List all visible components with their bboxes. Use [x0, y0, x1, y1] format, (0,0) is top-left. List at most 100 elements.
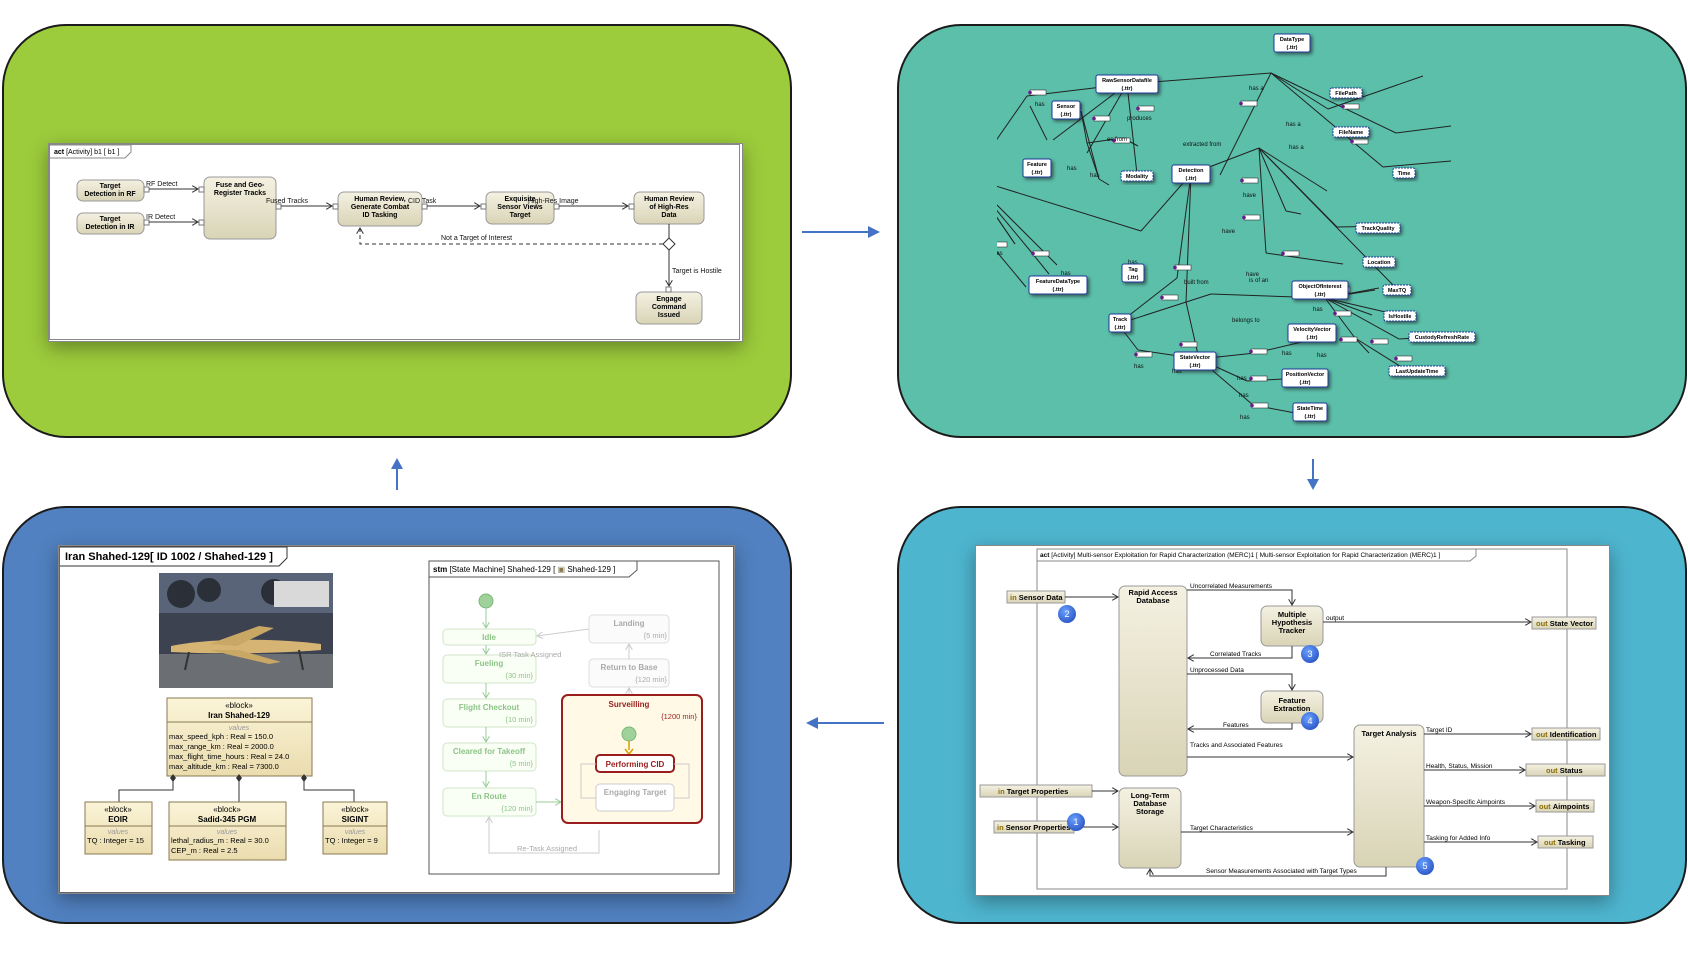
- ontology-relation-markers: [989, 89, 1413, 409]
- svg-text:has: has: [1035, 102, 1045, 108]
- svg-text:TQ : Integer = 15: TQ : Integer = 15: [87, 836, 144, 845]
- svg-text:out Aimpoints: out Aimpoints: [1539, 802, 1589, 811]
- edge-label-hires: High-Res Image: [528, 198, 579, 205]
- svg-text:Tasking for Added Info: Tasking for Added Info: [1426, 835, 1491, 842]
- svg-text:{120 min}: {120 min}: [501, 804, 533, 813]
- edge-label-not-target: Not a Target of Interest: [441, 235, 512, 242]
- svg-text:«block»: «block»: [104, 805, 132, 814]
- svg-text:«block»: «block»: [213, 805, 241, 814]
- engaging-label: Engaging Target: [604, 788, 667, 797]
- composition-edges: [118, 774, 355, 802]
- svg-text:max_altitude_km : Real = 7300.: max_altitude_km : Real = 7300.0: [169, 762, 279, 771]
- svg-text:(.ttr): (.ttr): [1128, 275, 1139, 281]
- svg-text:values: values: [108, 829, 129, 836]
- svg-text:IsHostile: IsHostile: [1389, 314, 1412, 320]
- svg-text:FilePath: FilePath: [1335, 91, 1357, 97]
- svg-text:Surveilling: Surveilling: [609, 700, 650, 709]
- svg-text:En Route: En Route: [471, 792, 507, 801]
- svg-text:4: 4: [1307, 716, 1312, 726]
- state-machine-states: [442, 593, 561, 817]
- svg-text:{30 min}: {30 min}: [505, 671, 533, 680]
- svg-text:Idle: Idle: [482, 633, 496, 642]
- svg-text:has: has: [1061, 271, 1071, 277]
- ontology-node-statevec: StateVector(.ttr): [1173, 351, 1217, 371]
- ontology-edges: [969, 72, 1452, 416]
- svg-text:max_flight_time_hours : Real =: max_flight_time_hours : Real = 24.0: [169, 752, 289, 761]
- edge-label-fused: Fused Tracks: [266, 198, 309, 205]
- ontology-nodes: RawSensorDatafile(.ttr)DataType(.ttr)Fil…: [1022, 33, 1476, 422]
- svg-text:out Tasking: out Tasking: [1544, 838, 1586, 847]
- block-iran-shahed: «block» Iran Shahed-129 values max_speed…: [166, 697, 313, 777]
- shahed-model: Iran Shahed-129[ ID 1002 / Shahed-129 ] …: [59, 546, 734, 893]
- ontology-node-feature: Feature(.ttr): [1022, 158, 1052, 178]
- svg-text:Time: Time: [1398, 171, 1411, 177]
- svg-text:has a: has a: [1289, 145, 1304, 151]
- arrow-left-icon: [806, 717, 884, 729]
- svg-text:DataType: DataType: [1280, 37, 1304, 43]
- merc-frame-label: act [Activity] Multi-sensor Exploitation…: [1040, 552, 1440, 559]
- svg-text:Return to Base: Return to Base: [601, 663, 658, 672]
- svg-text:(.ttr): (.ttr): [1122, 86, 1133, 92]
- svg-text:LastUpdateTime: LastUpdateTime: [1396, 369, 1439, 375]
- action-target-analysis: Target Analysis: [1353, 724, 1425, 868]
- ontology-node-custody: CustodyRefreshRate: [1408, 331, 1476, 343]
- svg-text:Landing: Landing: [613, 619, 644, 628]
- svg-text:stm [State Machine] Shahed-129: stm [State Machine] Shahed-129 [ ▣ Shahe…: [433, 565, 615, 574]
- merc-activity: act [Activity] Multi-sensor Exploitation…: [976, 546, 1609, 895]
- svg-text:built from: built from: [1184, 280, 1209, 286]
- svg-text:has: has: [1128, 260, 1138, 266]
- svg-text:FileName: FileName: [1339, 130, 1363, 136]
- svg-text:have: have: [1222, 229, 1236, 235]
- svg-text:(.ttr): (.ttr): [1115, 325, 1126, 331]
- svg-text:(.ttr): (.ttr): [1053, 287, 1064, 293]
- svg-text:es from: es from: [1107, 137, 1127, 143]
- svg-text:«block»: «block»: [341, 805, 369, 814]
- svg-text:has: has: [1282, 351, 1292, 357]
- svg-text:Location: Location: [1368, 260, 1392, 266]
- arrow-down-icon: [1307, 459, 1319, 490]
- state-labels: Idle Fueling Flight Checkout Cleared for…: [453, 619, 665, 801]
- svg-text:in Target Properties: in Target Properties: [998, 787, 1068, 796]
- ontology-node-velocity: VelocityVector(.ttr): [1287, 323, 1337, 343]
- svg-text:Fuse and Geo-Register Tracks: Fuse and Geo-Register Tracks: [214, 182, 266, 197]
- svg-text:(.ttr): (.ttr): [1061, 112, 1072, 118]
- badge-3: 3: [1301, 645, 1319, 663]
- svg-text:TrackQuality: TrackQuality: [1361, 226, 1395, 232]
- svg-text:Engaging Target: Engaging Target: [604, 788, 667, 797]
- svg-text:CustodyRefreshRate: CustodyRefreshRate: [1415, 335, 1469, 341]
- svg-text:extracted from: extracted from: [1183, 142, 1221, 148]
- svg-text:max_speed_kph : Real = 150.0: max_speed_kph : Real = 150.0: [169, 732, 273, 741]
- svg-text:(.ttr): (.ttr): [1190, 363, 1201, 369]
- frame-label-rest: [Activity] b1 [ b1 ]: [64, 149, 119, 156]
- svg-text:PositionVector: PositionVector: [1286, 372, 1325, 378]
- ontology-node-track: Track(.ttr): [1108, 313, 1132, 333]
- ontology-node-ishostile: IsHostile: [1383, 310, 1417, 322]
- svg-text:5: 5: [1422, 861, 1427, 871]
- svg-text:(.ttr): (.ttr): [1186, 176, 1197, 182]
- svg-text:has: has: [1237, 376, 1247, 382]
- svg-text:Weapon-Specific Aimpoints: Weapon-Specific Aimpoints: [1426, 799, 1506, 806]
- svg-text:VelocityVector: VelocityVector: [1293, 327, 1331, 333]
- action-fuse: Fuse and Geo-Register Tracks: [198, 176, 282, 240]
- ontology-node-sensor: Sensor(.ttr): [1051, 100, 1081, 120]
- svg-text:Fueling: Fueling: [475, 659, 504, 668]
- badge-1: 1: [1067, 813, 1085, 831]
- svg-text:has: has: [1240, 415, 1250, 421]
- svg-text:have: have: [1243, 193, 1257, 199]
- svg-text:{120 min}: {120 min}: [635, 675, 667, 684]
